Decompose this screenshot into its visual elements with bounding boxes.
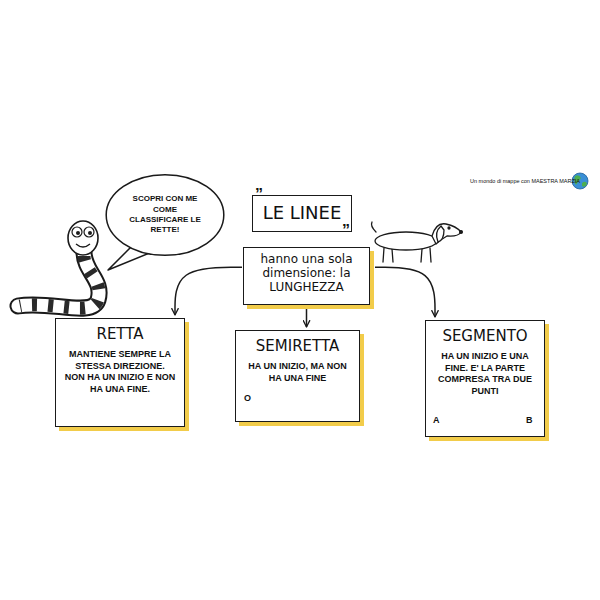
quote-mark: ” xyxy=(342,222,350,240)
title-text: LE LINEE xyxy=(259,202,345,224)
point-label: O xyxy=(244,393,251,403)
dog-leg xyxy=(421,249,422,262)
worm-eye xyxy=(84,227,94,237)
box-heading: SEGMENTO xyxy=(434,327,536,345)
dog-head xyxy=(432,224,461,244)
dog-leg xyxy=(383,248,384,262)
worm-stripes xyxy=(20,256,99,308)
box-body: MANTIENE SEMPRE LA STESSA DIREZIONE. NON… xyxy=(64,349,176,396)
worm-eye xyxy=(72,227,82,237)
dog-body xyxy=(375,232,437,250)
point-label: A xyxy=(433,415,440,425)
globe-land xyxy=(582,182,587,187)
worm-pupil xyxy=(76,231,80,235)
bubble-ellipse xyxy=(106,175,224,256)
watermark: Un mondo di mappe con MAESTRA MARZIA xyxy=(470,178,580,184)
speech-bubble: SCOPRI CON ME COME CLASSIFICARE LE RETTE… xyxy=(105,173,225,257)
dog-leg xyxy=(430,248,431,262)
worm-illustration xyxy=(18,221,99,308)
dog-leg xyxy=(392,249,393,262)
worm-smile xyxy=(76,244,90,247)
dog-ear xyxy=(437,226,444,242)
box-body: HA UN INIZIO, MA NON HA UNA FINE xyxy=(244,361,351,384)
bubble-text: SCOPRI CON ME COME CLASSIFICARE LE RETTE… xyxy=(123,194,207,236)
dog-nose xyxy=(460,231,463,234)
title-box: LE LINEE xyxy=(252,195,352,232)
worm-outline xyxy=(18,252,99,308)
box-heading: RETTA xyxy=(64,325,176,343)
definition-text: hanno una sola dimensione: la LUNGHEZZA xyxy=(250,253,363,294)
definition-box: hanno una sola dimensione: la LUNGHEZZA xyxy=(243,247,370,305)
arrow-connector xyxy=(306,306,308,327)
worm-body xyxy=(18,252,99,308)
box-body: HA UN INIZIO E UNA FINE. E' LA PARTE COM… xyxy=(434,351,536,398)
worm-head xyxy=(68,221,98,255)
dog-illustration xyxy=(372,222,463,262)
arrow-connector xyxy=(375,267,435,317)
worm-pupil xyxy=(88,231,92,235)
dog-tail xyxy=(372,222,377,232)
concept-box: RETTA MANTIENE SEMPRE LA STESSA DIREZIONE… xyxy=(55,318,185,427)
point-label: B xyxy=(526,415,533,425)
concept-box: SEMIRETTA HA UN INIZIO, MA NON HA UNA FIN… xyxy=(235,330,360,422)
dog-eye xyxy=(448,227,450,229)
box-heading: SEMIRETTA xyxy=(244,337,351,355)
quote-mark: „ xyxy=(255,176,263,194)
arrow-connector xyxy=(175,267,242,315)
